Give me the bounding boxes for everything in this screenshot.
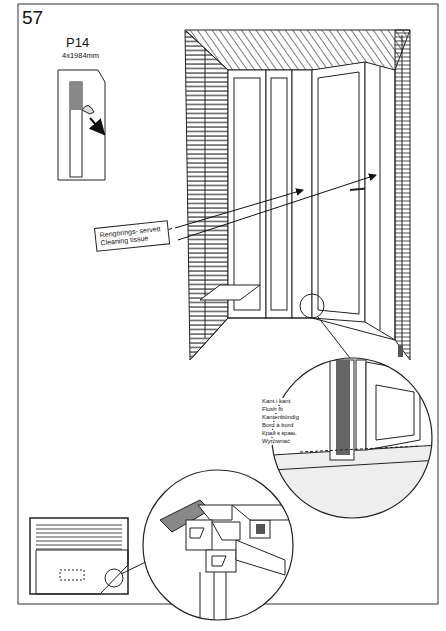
flush-note: Край к краю. [262, 430, 297, 437]
part-number: P14 [66, 36, 89, 50]
step-number: 57 [22, 8, 43, 29]
flush-note: Kantenbündig [262, 414, 299, 421]
flush-note: Wyrównać [262, 438, 290, 445]
flush-note: Bord à bord [262, 422, 293, 429]
dimension: 4x1984mm [62, 52, 99, 60]
flush-note: Kant i kant [262, 398, 290, 405]
tissue-packet: Rengörings- servettCleaning tissue [94, 220, 170, 252]
flush-note: Flush fit [262, 406, 283, 413]
